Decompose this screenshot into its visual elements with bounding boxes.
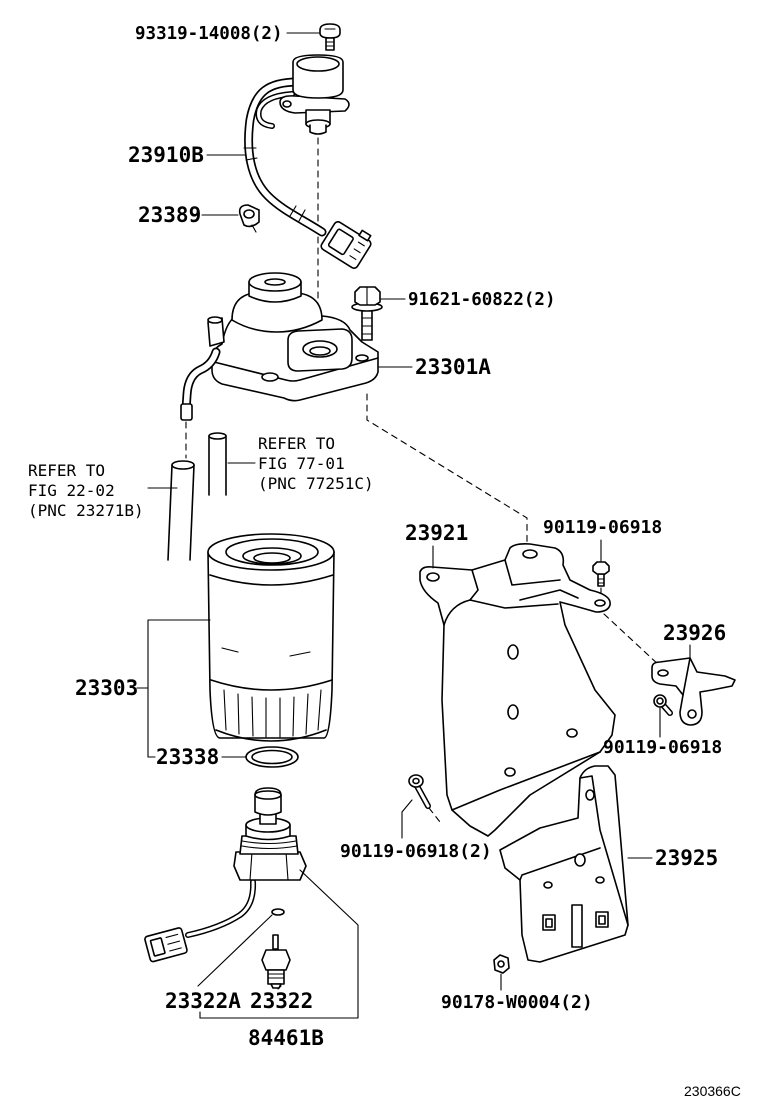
label-ring: 23338 [156, 745, 219, 769]
label-head: 23301A [415, 355, 491, 379]
plug-23322 [261, 934, 291, 989]
label-bolt-bracket-lower: 90119-06918(2) [340, 841, 492, 862]
clamp [238, 204, 260, 233]
ring-23338 [245, 746, 299, 768]
label-element: 23303 [75, 676, 138, 700]
label-bracket-23926: 23926 [663, 621, 726, 645]
label-head-bolt: 91621-60822(2) [408, 290, 556, 310]
label-ref-22-line3: (PNC 23271B) [28, 501, 144, 520]
bracket-23926 [651, 657, 736, 726]
label-bolt-bracket-top: 90119-06918 [543, 517, 662, 538]
label-harness: 23910B [128, 143, 204, 167]
bracket-23925 [499, 765, 629, 963]
bolt-bracket-lower [408, 774, 431, 809]
head-bolt [351, 286, 383, 341]
label-23322: 23322 [250, 989, 313, 1013]
label-bracket-23925: 23925 [655, 846, 718, 870]
hose-right [208, 432, 227, 496]
label-ref-22-line1: REFER TO [28, 461, 105, 480]
bolt-bracket-small [653, 694, 673, 716]
bolt-bracket-top [592, 561, 610, 587]
label-ref-77-line2: FIG 77-01 [258, 454, 345, 473]
label-assembly: 84461B [248, 1026, 324, 1050]
label-ref-77-line1: REFER TO [258, 434, 335, 453]
callout-labels: 93319-14008(2) 23910B 23389 91621-60822(… [28, 24, 741, 1099]
drain-sensor [185, 787, 307, 938]
label-top-screw: 93319-14008(2) [135, 24, 283, 44]
label-nut: 90178-W0004(2) [441, 992, 593, 1013]
small-ring-23322a [271, 908, 285, 916]
sensor-connector [144, 927, 188, 963]
bracket-23921 [419, 543, 616, 837]
sensor-switch [279, 54, 350, 135]
filter-element [207, 533, 335, 742]
figure-id: 230366C [684, 1083, 741, 1099]
label-bracket-23921: 23921 [405, 521, 468, 545]
label-ref-22-line2: FIG 22-02 [28, 481, 115, 500]
label-clamp: 23389 [138, 203, 201, 227]
wire-harness [243, 77, 327, 237]
nut-90178 [493, 954, 510, 974]
hose-left [167, 460, 195, 561]
label-23322a: 23322A [165, 989, 241, 1013]
label-bolt-bracket-small: 90119-06918 [603, 737, 722, 758]
leader-lines [136, 32, 691, 1019]
label-ref-77-line3: (PNC 77251C) [258, 474, 374, 493]
harness-connector [320, 221, 372, 269]
filter-head [180, 272, 379, 421]
top-screw [319, 23, 341, 51]
